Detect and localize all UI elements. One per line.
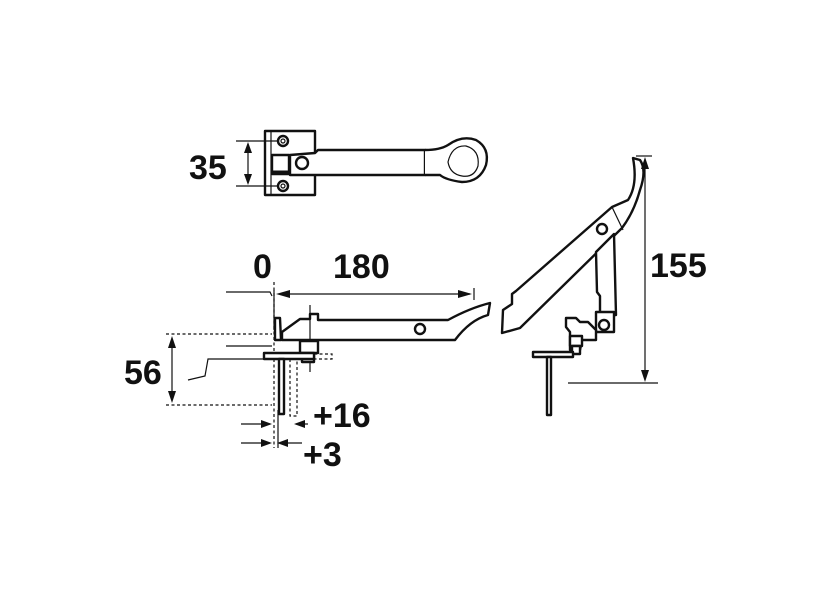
dim-label-56: 56 [124,354,162,392]
top-view: 35 [189,129,489,197]
arm-pivot-hole [294,155,310,171]
dim-label-180: 180 [333,248,390,286]
dim-label-0: 0 [253,248,272,286]
screw-top [276,134,290,148]
side-view-open: 155 [500,155,707,417]
open-arm-hole [595,222,609,236]
open-support-post [545,355,553,417]
screw-bottom [276,179,290,193]
side-view-closed: 0 180 56 [124,248,492,474]
dim-label-35: 35 [189,149,227,187]
open-arm [500,156,645,335]
support-plate [262,351,316,361]
dim-label-plus16: +16 [313,397,371,435]
top-arm [288,148,427,177]
closed-arm-hole [413,322,427,336]
open-support-plate [531,350,575,359]
dim-label-155: 155 [650,247,707,285]
support-post [277,357,286,416]
top-handle-ring [424,137,489,184]
dim-label-plus3: +3 [303,436,342,474]
closed-arm [280,301,492,342]
